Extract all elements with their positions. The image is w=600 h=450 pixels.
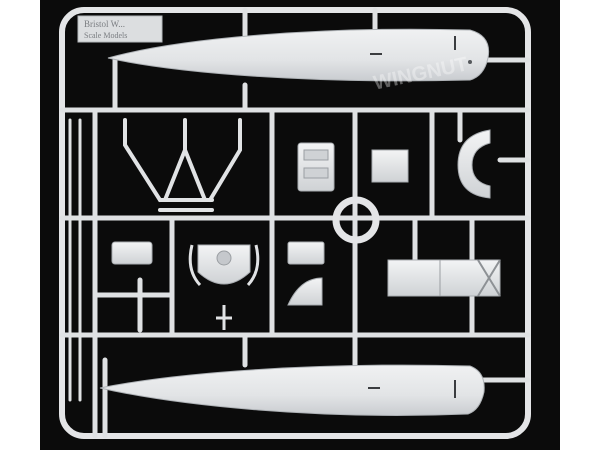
bracket-part (297, 142, 335, 192)
sprue-label-tag (77, 15, 163, 43)
upper-hull-part (107, 28, 490, 82)
block-part (111, 241, 153, 265)
ring-part (332, 196, 380, 244)
d-ring-part (457, 129, 491, 199)
sprue-label-line1: Bristol W... (84, 19, 125, 29)
cowl-part (188, 244, 260, 287)
sprue-frame (59, 7, 531, 439)
small-figure-part (216, 305, 232, 330)
lower-hull-part (99, 364, 485, 416)
dome-part (287, 277, 323, 306)
sprue-label-line2: Scale Models (84, 31, 127, 40)
panel-part (371, 149, 409, 183)
tile-part (287, 241, 325, 265)
strut-assembly (123, 118, 242, 212)
tray-part (387, 259, 501, 297)
sprue-runners (59, 7, 531, 439)
